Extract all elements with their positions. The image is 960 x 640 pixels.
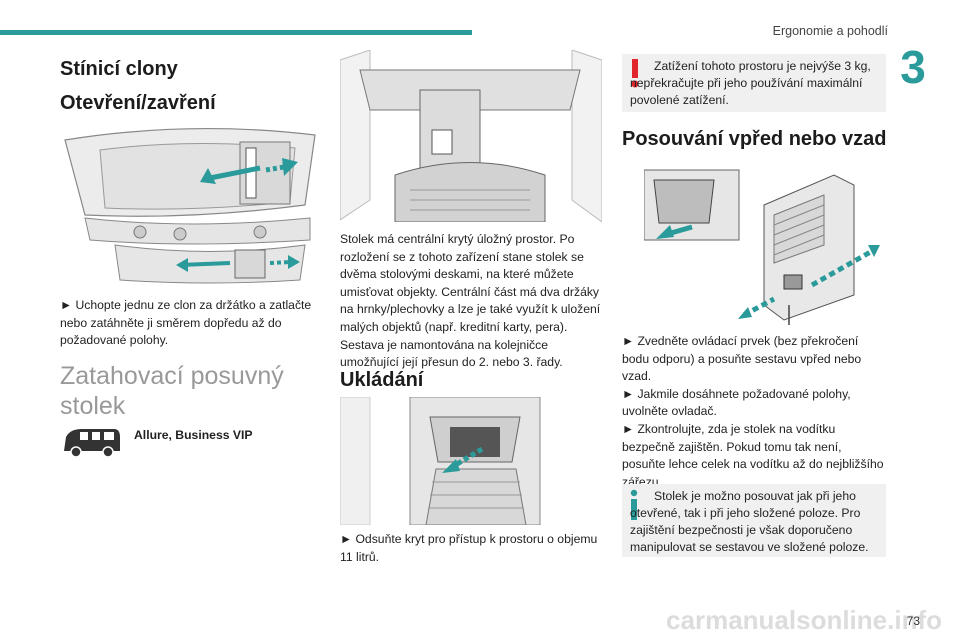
subsection-title-open-close: Otevření/zavření [60, 92, 216, 114]
page-number: 73 [906, 614, 920, 628]
van-icon [64, 429, 120, 458]
sunshade-instruction: ► Uchopte jednu ze clon za držátko a zat… [60, 298, 312, 348]
watermark: carmanualsonline.info [666, 605, 942, 635]
section-title-slide: Posouvání vpřed nebo vzad [622, 128, 887, 150]
slide-steps: ► Zvedněte ovládací prvek (bez překročen… [622, 334, 884, 489]
section-title-sunshades: Stínicí clony [60, 58, 178, 80]
equipment-badge: Allure, Business VIP [134, 428, 253, 442]
double-arrow-icon [200, 158, 298, 184]
info-icon [630, 489, 638, 520]
sliding-table-illustration [340, 50, 602, 222]
table-description: Stolek má centrální krytý úložný prostor… [340, 232, 601, 370]
info-text: Stolek je možno posouvat jak při jeho ot… [630, 489, 869, 554]
slide-illustration [644, 165, 884, 325]
warning-icon [631, 59, 639, 88]
section-header: Ergonomie a pohodlí [772, 24, 888, 38]
warning-box: Zatížení tohoto prostoru je nejvýše 3 kg… [622, 54, 886, 112]
section-title-storage: Ukládání [340, 369, 424, 391]
storage-illustration [340, 397, 602, 525]
info-box: Stolek je možno posouvat jak při jeho ot… [622, 484, 886, 557]
sunshade-illustration [60, 120, 320, 290]
section-title-sliding-table: Zatahovací posuvný stolek [60, 362, 284, 420]
warning-text: Zatížení tohoto prostoru je nejvýše 3 kg… [630, 59, 871, 107]
storage-instruction: ► Odsuňte kryt pro přístup k prostoru o … [340, 532, 598, 564]
top-accent-bar [0, 30, 472, 35]
chapter-number: 3 [900, 41, 926, 93]
